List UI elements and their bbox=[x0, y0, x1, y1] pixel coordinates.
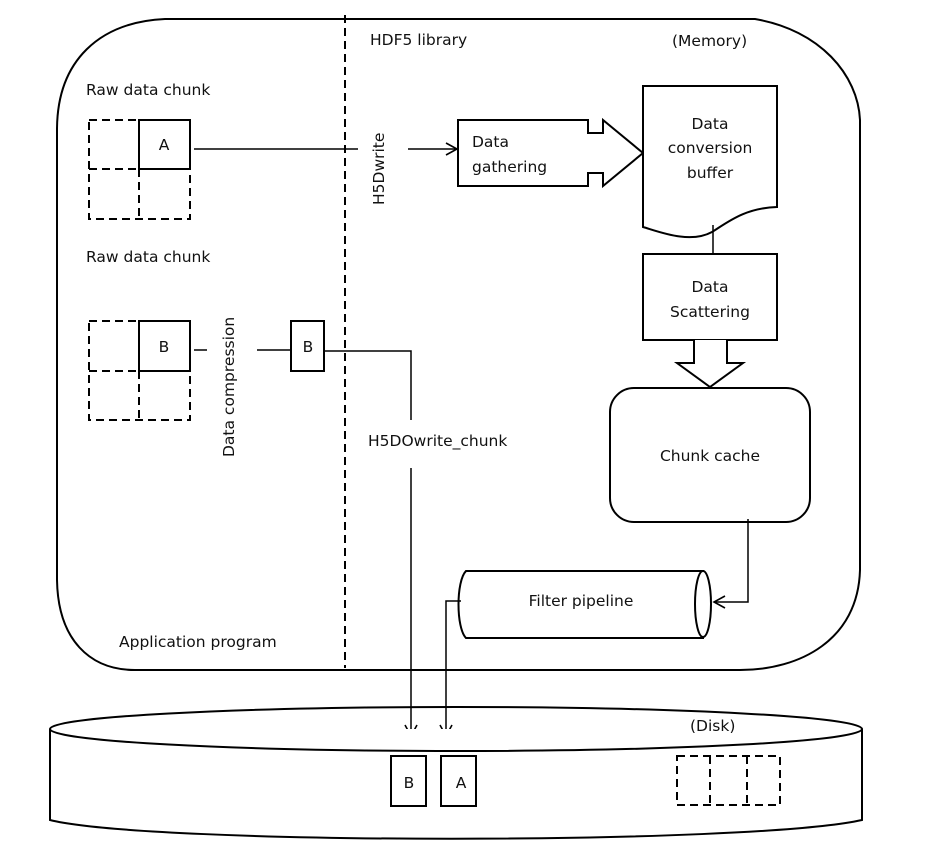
compressed-b-connector bbox=[324, 350, 412, 420]
filter-pipeline-label: Filter pipeline bbox=[529, 592, 634, 610]
scattering-line2: Scattering bbox=[670, 303, 750, 321]
data-scattering-block bbox=[642, 253, 778, 341]
compressed-chunk-b-letter: B bbox=[303, 338, 314, 356]
compressed-chunk-b bbox=[290, 320, 325, 372]
data-compression-label: Data compression bbox=[220, 317, 238, 457]
chunk-cache-block bbox=[609, 387, 811, 523]
chunk-a-block bbox=[138, 119, 191, 170]
disk-chunk-b-letter: B bbox=[404, 774, 415, 792]
chunk-b-block bbox=[138, 320, 191, 372]
chunk-b-letter: B bbox=[159, 338, 170, 356]
disk-chunk-b bbox=[390, 755, 427, 807]
data-gathering-line2: gathering bbox=[472, 158, 547, 176]
raw-chunk-a-grid: A bbox=[88, 119, 191, 220]
cache-to-pipeline-arrow bbox=[712, 519, 749, 609]
disk-chunk-a bbox=[440, 755, 477, 807]
library-label: HDF5 library bbox=[370, 31, 467, 49]
memory-label: (Memory) bbox=[672, 32, 747, 50]
disk-chunk-a-letter: A bbox=[456, 774, 467, 792]
application-label: Application program bbox=[119, 633, 277, 651]
h5dowrite-chunk-call-label: H5DOwrite_chunk bbox=[368, 432, 507, 451]
disk-label: (Disk) bbox=[690, 717, 735, 735]
conversion-line1: Data bbox=[691, 115, 728, 133]
memory-boundary bbox=[56, 18, 861, 671]
scattering-to-cache-arrow bbox=[673, 340, 747, 389]
pipeline-to-disk-arrow bbox=[439, 600, 461, 738]
conversion-line3: buffer bbox=[687, 164, 734, 182]
data-conversion-buffer bbox=[642, 85, 778, 239]
conversion-line2: conversion bbox=[668, 139, 753, 157]
raw-chunk-a-label: Raw data chunk bbox=[86, 81, 210, 99]
data-gathering-block bbox=[457, 117, 645, 189]
raw-chunk-b-grid: B bbox=[88, 320, 191, 421]
raw-chunk-b-label: Raw data chunk bbox=[86, 248, 210, 266]
scattering-line1: Data bbox=[691, 278, 728, 296]
data-gathering-line1: Data bbox=[472, 133, 509, 151]
chunk-cache-label: Chunk cache bbox=[660, 447, 760, 465]
disk-empty-chunks bbox=[676, 755, 781, 806]
filter-pipeline-block bbox=[457, 570, 712, 639]
chunk-a-letter: A bbox=[159, 136, 170, 154]
h5dwrite-call-label: H5Dwrite bbox=[370, 133, 388, 205]
